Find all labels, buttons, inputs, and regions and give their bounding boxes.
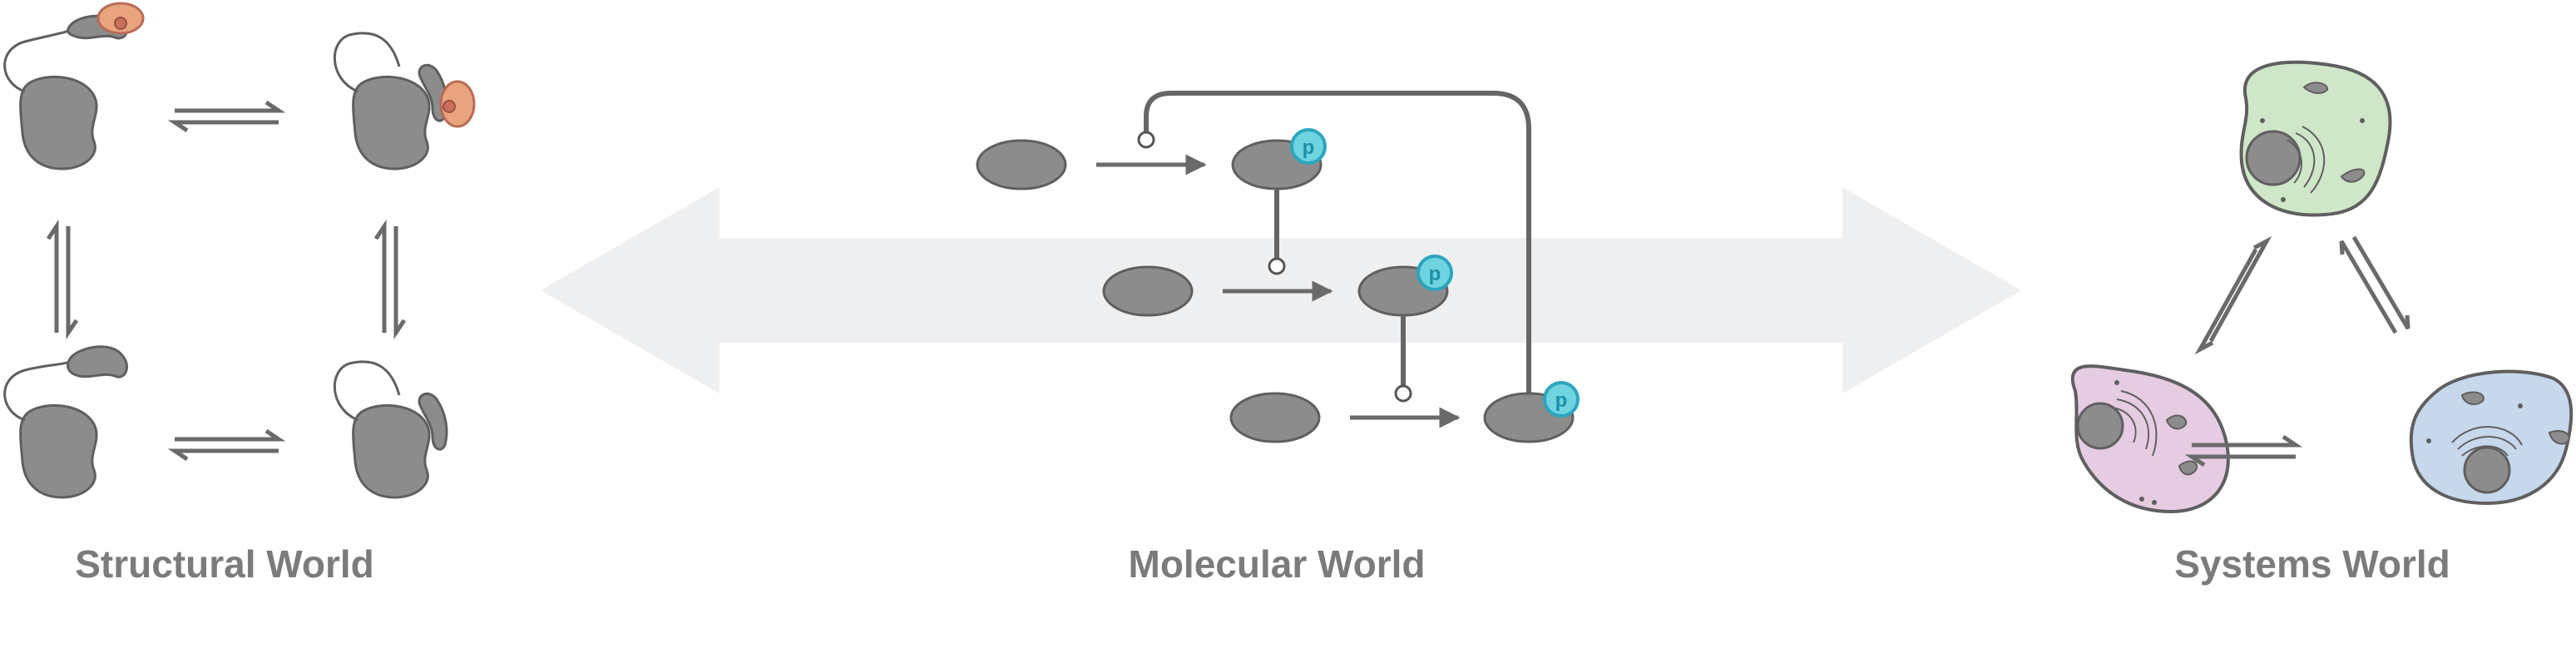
- flexible-linker: [333, 32, 401, 93]
- inhibition-end-icon: [1394, 384, 1412, 403]
- equilibrium-arrow-icon: [373, 219, 407, 340]
- equilibrium-arrow-icon: [46, 219, 79, 340]
- inhibition-end-icon: [1137, 131, 1155, 149]
- inhibition-end-icon: [1268, 257, 1286, 275]
- equilibrium-arrow-icon: [2339, 235, 2410, 334]
- equilibrium-arrow-icon: [2184, 434, 2303, 467]
- flexible-linker: [3, 356, 80, 422]
- systems-world-diagram: [2070, 60, 2574, 514]
- cell-icon: [2070, 364, 2230, 514]
- protein-icon: [19, 403, 98, 499]
- structural-world-diagram: [3, 2, 476, 499]
- molecular-world-diagram: p p p: [976, 91, 1580, 443]
- phosphate-label: p: [1555, 389, 1568, 412]
- cell-icon: [2239, 60, 2392, 217]
- flexible-linker: [3, 25, 80, 93]
- domain-icon: [418, 392, 448, 451]
- equilibrium-arrow-icon: [2194, 235, 2272, 355]
- protein-icon: [19, 75, 98, 171]
- protein-inactive-icon: [1102, 265, 1194, 317]
- molecular-world-label: Molecular World: [1128, 542, 1426, 586]
- protein-inactive-icon: [1229, 392, 1321, 443]
- domain-icon: [67, 345, 129, 378]
- equilibrium-arrow-icon: [167, 428, 286, 462]
- nucleus-icon: [2076, 402, 2124, 450]
- phosphate-label: p: [1429, 263, 1441, 285]
- nucleus-icon: [2463, 446, 2511, 494]
- systems-world-label: Systems World: [2174, 542, 2450, 586]
- binding-site-icon: [443, 100, 456, 113]
- protein-icon: [352, 403, 431, 499]
- phosphate-label: p: [1303, 136, 1315, 159]
- ligand-icon: [439, 80, 476, 128]
- structural-world-label: Structural World: [75, 542, 374, 586]
- feedback-inhibition-line: [1144, 91, 1531, 395]
- cell-icon: [2409, 369, 2574, 506]
- binding-site-icon: [114, 17, 127, 30]
- flexible-linker: [333, 360, 401, 422]
- protein-inactive-icon: [976, 139, 1067, 190]
- nucleus-icon: [2245, 130, 2302, 186]
- protein-icon: [352, 75, 431, 171]
- equilibrium-arrow-icon: [167, 100, 286, 133]
